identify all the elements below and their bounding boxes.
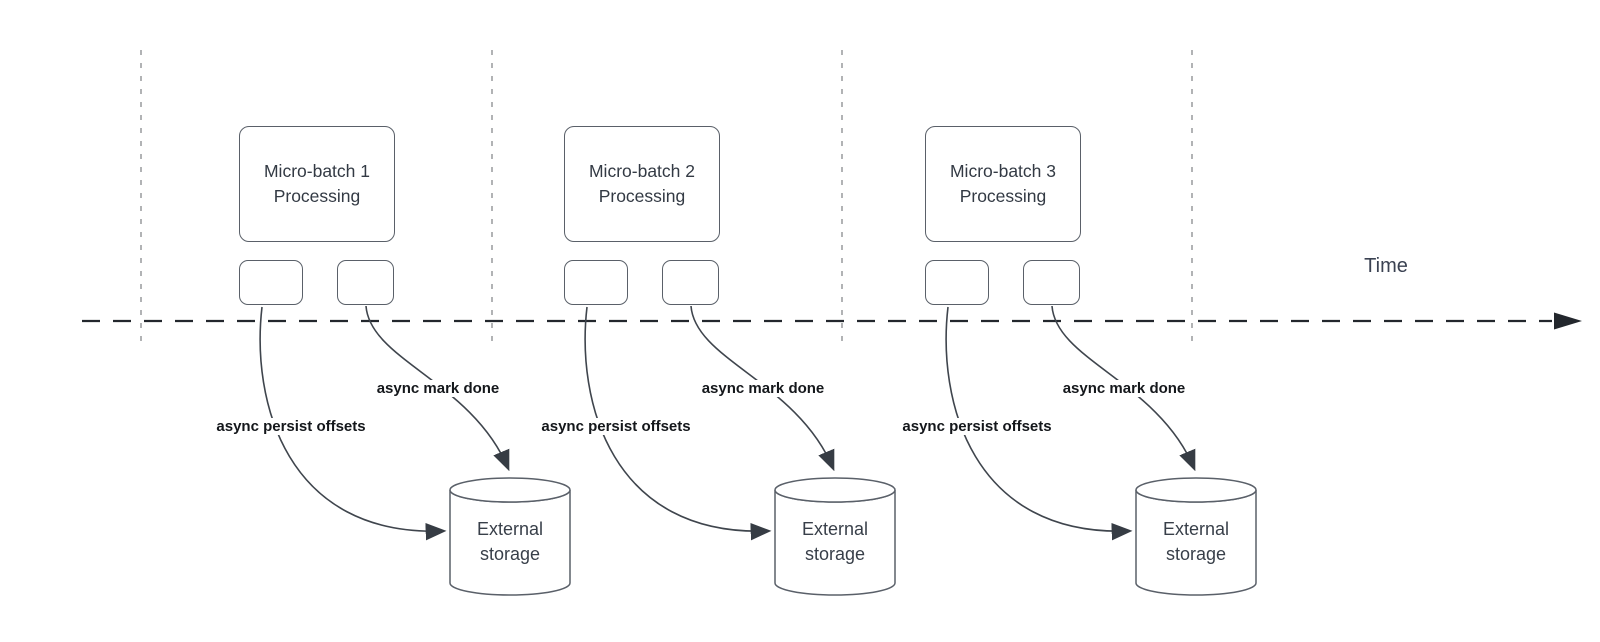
timeline-arrowhead [1554,312,1582,330]
storage-cylinder-top [774,477,896,503]
mark-done-arrow [365,305,510,472]
storage-cylinder-top [449,477,571,503]
time-axis-label: Time [1364,255,1408,277]
storage-cylinder-top [1135,477,1257,503]
storage-cylinder-body [1135,489,1257,596]
storage-cylinder-body [449,489,571,596]
mark-done-arrow [1051,305,1196,472]
mark-done-arrow [690,305,835,472]
persist-offsets-arrow [584,306,772,541]
storage-cylinder-body [774,489,896,596]
persist-offsets-arrow [945,306,1133,541]
persist-offsets-arrow [259,306,447,541]
